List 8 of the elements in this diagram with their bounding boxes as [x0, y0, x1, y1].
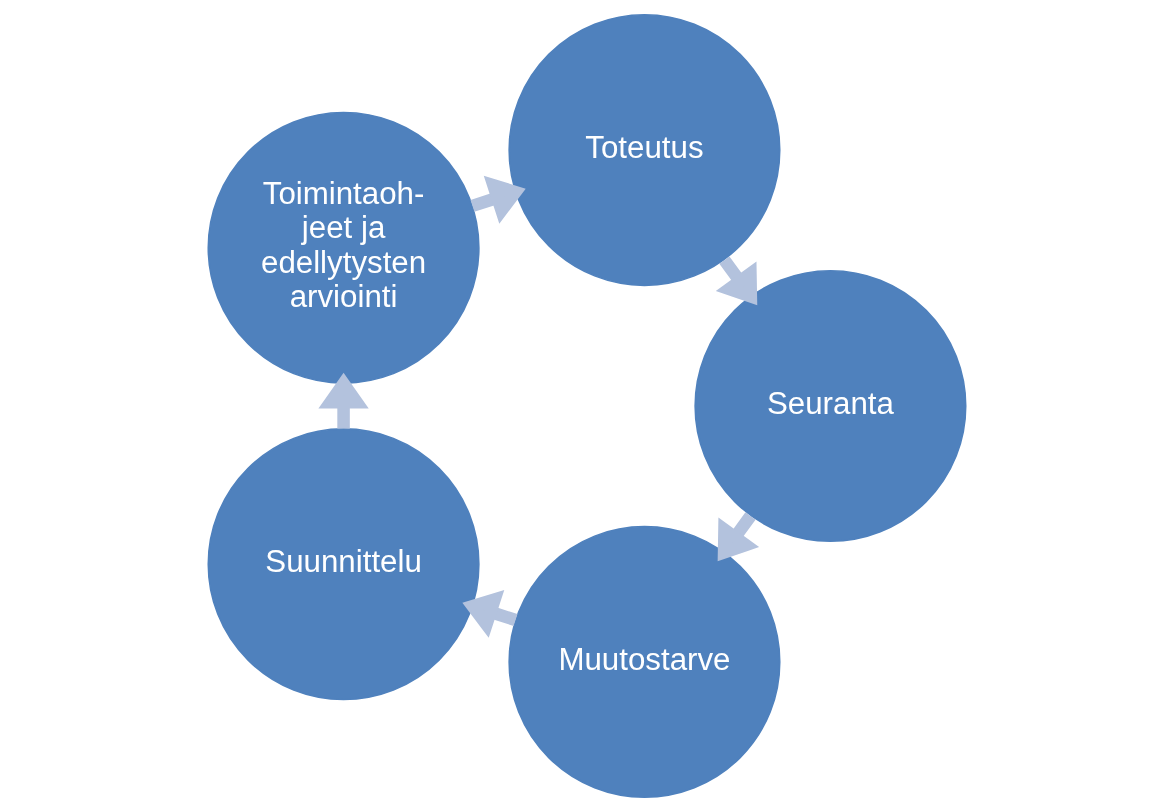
- arrow: [715, 256, 758, 306]
- arrow: [462, 589, 518, 638]
- arrow: [717, 512, 760, 562]
- arrow: [318, 372, 369, 429]
- node-circle: Suunnittelu: [207, 428, 480, 701]
- node-circle: Toimintaoh- jeet ja edellytysten arviointi: [207, 111, 480, 384]
- node-circle: Muutostarve: [508, 525, 781, 799]
- arrow: [470, 175, 526, 224]
